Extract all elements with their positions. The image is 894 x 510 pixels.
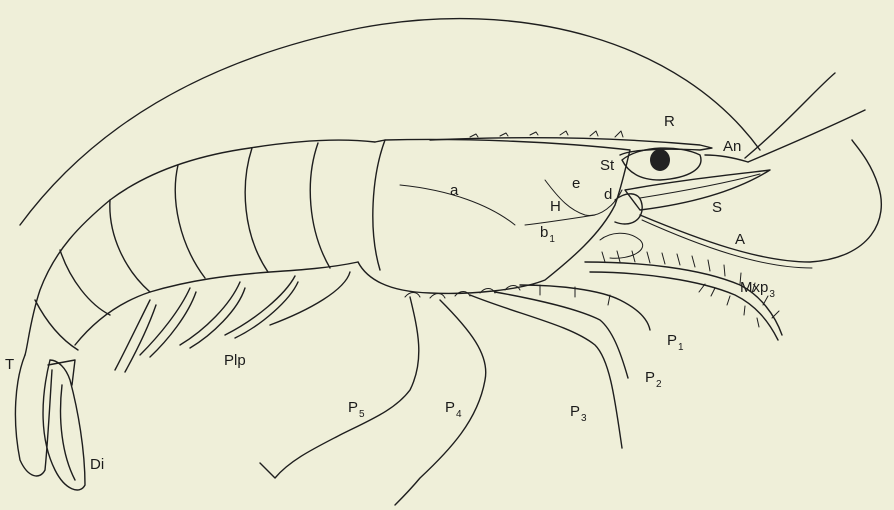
label-p3-base: P (570, 403, 580, 420)
abdominal-segment-4 (110, 200, 150, 292)
label-diaeresis: Di (90, 457, 104, 472)
label-b1: b1 (540, 225, 555, 240)
label-p1: P1 (667, 333, 684, 348)
pleopod-4 (140, 288, 196, 357)
label-rostrum: R (664, 114, 675, 129)
label-p5-base: P (348, 399, 358, 416)
antennule-flagellum-2 (748, 110, 865, 162)
pleopod-1 (270, 272, 350, 325)
carapace (358, 139, 630, 293)
label-p2: P2 (645, 370, 662, 385)
label-b1-sub: 1 (549, 234, 555, 245)
pereiopod-bases (405, 286, 520, 299)
label-telson: T (5, 357, 14, 372)
label-antennule: An (723, 139, 741, 154)
uropod-exopod (43, 360, 85, 490)
antennular-peduncle (705, 155, 748, 162)
pereiopod-3 (470, 295, 622, 448)
abdominal-segment-1 (310, 143, 330, 268)
label-p3-sub: 3 (581, 413, 587, 424)
label-e: e (572, 176, 580, 191)
label-mxp3-sub: 3 (769, 289, 775, 300)
antennule-flagellum-1 (745, 73, 835, 158)
pleopod-5 (115, 300, 156, 372)
abdominal-segment-2 (245, 148, 268, 272)
label-p2-base: P (645, 369, 655, 386)
eye (650, 149, 670, 171)
label-p1-base: P (667, 332, 677, 349)
pereiopod-1-segments (540, 285, 610, 305)
maxilliped-3 (585, 262, 782, 340)
label-stylocerite: St (600, 158, 614, 173)
label-p5: P5 (348, 400, 365, 415)
label-p2-sub: 2 (656, 379, 662, 390)
rostrum-teeth (470, 131, 623, 137)
abdominal-segment-6 (35, 300, 78, 350)
label-p4-sub: 4 (456, 409, 462, 420)
label-p4-base: P (445, 399, 455, 416)
label-antenna: A (735, 232, 745, 247)
abdominal-segment-3 (175, 165, 205, 278)
abdominal-segment-5 (60, 250, 110, 315)
label-a: a (450, 183, 458, 198)
antenna-flagellum-upper (20, 19, 760, 225)
abdomen-dorsal (25, 140, 375, 355)
label-b1-base: b (540, 224, 548, 241)
mandible-region (615, 194, 642, 224)
mouthpart-detail (600, 233, 643, 258)
antenna-A (640, 140, 881, 262)
label-p4: P4 (445, 400, 462, 415)
carapace-posterior-edge (373, 140, 385, 270)
pereiopod-5 (260, 297, 419, 478)
scaphocerite-inner (640, 174, 760, 198)
label-pleopods: Plp (224, 353, 246, 368)
label-p5-sub: 5 (359, 409, 365, 420)
pereiopod-4 (395, 300, 486, 505)
label-hepatic-spine: H (550, 199, 561, 214)
scaphocerite (625, 170, 770, 210)
label-scaphocerite: S (712, 200, 722, 215)
label-p3: P3 (570, 404, 587, 419)
branchiostegal-groove (525, 215, 595, 225)
label-mxp3-base: Mxp (740, 279, 768, 296)
label-d: d (604, 187, 612, 202)
label-p1-sub: 1 (678, 342, 684, 353)
label-mxp3: Mxp3 (740, 280, 775, 295)
